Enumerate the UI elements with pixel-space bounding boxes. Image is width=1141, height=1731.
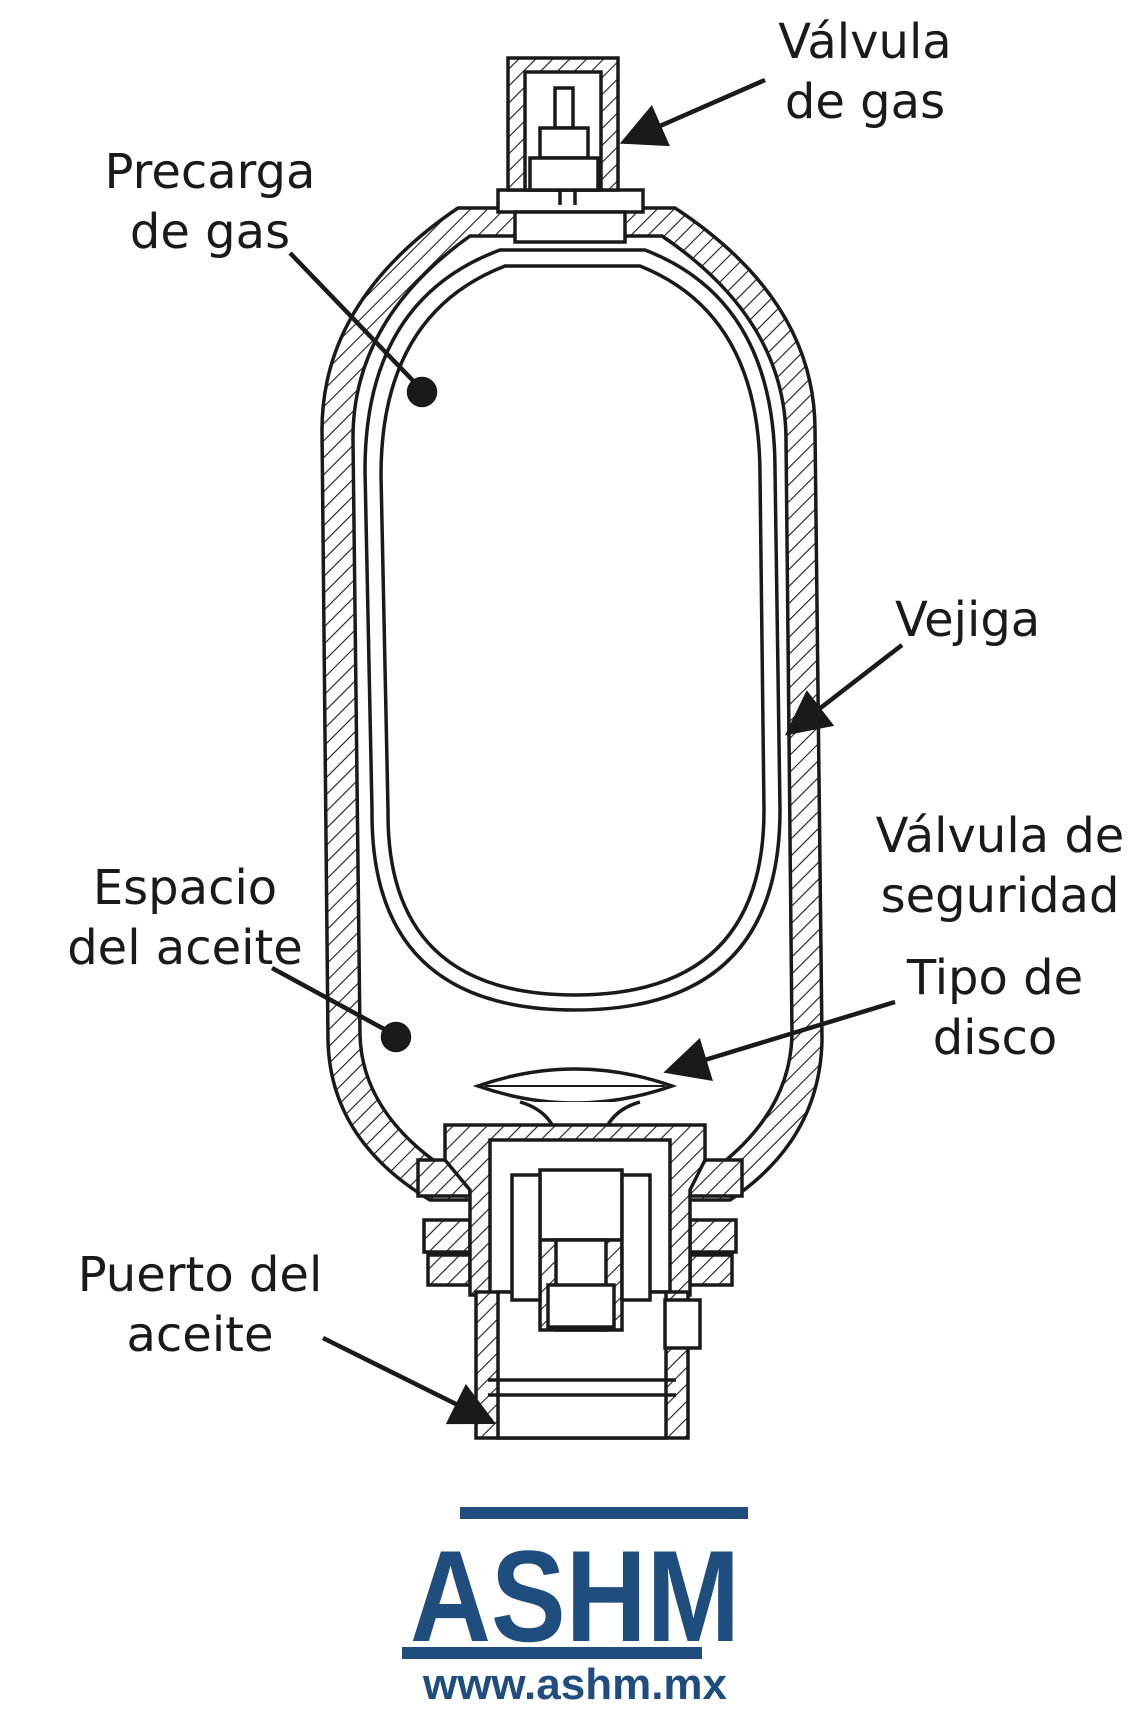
gas-precharge-dot xyxy=(406,376,438,408)
label-gas-valve-line1: Válvula xyxy=(778,14,952,70)
leaders xyxy=(270,77,904,1425)
label-oil-port-line2: aceite xyxy=(126,1307,274,1363)
label-gas-valve: Válvula de gas xyxy=(775,12,955,132)
label-disc-type-line2: disco xyxy=(932,1010,1058,1066)
label-oil-space-line2: del aceite xyxy=(67,920,303,976)
label-safety-valve-line2: seguridad xyxy=(880,868,1120,924)
label-gas-precharge: Precarga de gas xyxy=(100,142,320,262)
label-gas-valve-line2: de gas xyxy=(784,74,946,130)
oil-port xyxy=(416,1123,744,1440)
bladder-arrow xyxy=(784,643,904,736)
gas-valve-arrow xyxy=(619,77,766,147)
logo-bar-bottom xyxy=(402,1647,702,1659)
gas-precharge-leader xyxy=(288,251,424,392)
label-bladder-line1: Vejiga xyxy=(895,592,1041,648)
label-bladder: Vejiga xyxy=(895,590,1040,650)
label-oil-space-line1: Espacio xyxy=(92,860,278,916)
label-oil-space: Espacio del aceite xyxy=(65,858,305,978)
logo-bar-top xyxy=(460,1507,748,1519)
label-gas-precharge-line1: Precarga xyxy=(104,144,316,200)
website-url: www.ashm.mx xyxy=(422,1660,728,1709)
ashm-logo: ASHM xyxy=(402,1507,748,1665)
label-gas-precharge-line2: de gas xyxy=(129,204,291,260)
oil-space-leader xyxy=(270,966,397,1037)
label-oil-port: Puerto del aceite xyxy=(75,1245,325,1365)
label-safety-valve: Válvula de seguridad xyxy=(865,806,1135,926)
logo-text: ASHM xyxy=(410,1523,740,1665)
oil-space-dot xyxy=(380,1021,412,1053)
label-disc-type: Tipo de disco xyxy=(895,948,1095,1068)
gas-valve xyxy=(496,56,645,244)
label-disc-type-line1: Tipo de xyxy=(906,950,1084,1006)
bladder xyxy=(363,248,782,1012)
label-safety-valve-line1: Válvula de xyxy=(875,808,1125,864)
disc-arrow xyxy=(663,999,896,1082)
oil-port-arrow xyxy=(321,1335,497,1425)
label-oil-port-line1: Puerto del xyxy=(77,1247,323,1303)
